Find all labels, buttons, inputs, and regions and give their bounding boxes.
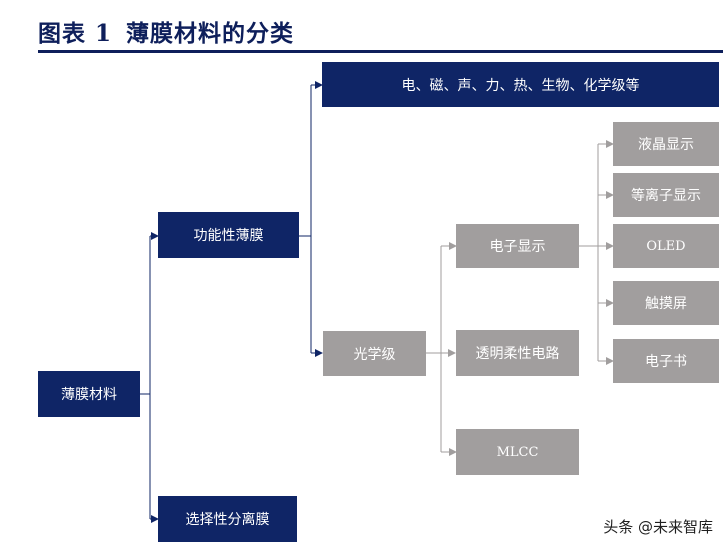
- watermark: 头条 @未来智库: [603, 518, 713, 536]
- connector-functional: [299, 81, 323, 357]
- node-lcd: 液晶显示: [613, 122, 719, 166]
- node-transparent-flexible-circuit: 透明柔性电路: [456, 330, 579, 376]
- node-optical-grade: 光学级: [323, 331, 426, 376]
- connector-display: [579, 140, 614, 365]
- node-plasma-display: 等离子显示: [613, 173, 719, 217]
- node-e-book: 电子书: [613, 339, 719, 383]
- node-physical-grades: 电、磁、声、力、热、生物、化学级等: [322, 62, 719, 107]
- node-oled: OLED: [613, 224, 719, 268]
- title-rule: [38, 50, 723, 53]
- node-electronic-display: 电子显示: [456, 224, 579, 268]
- connector-optical: [426, 242, 457, 456]
- figure-title-text: 薄膜材料的分类: [126, 20, 295, 47]
- node-root: 薄膜材料: [38, 371, 140, 417]
- figure-title: 图表 1 薄膜材料的分类: [38, 14, 294, 48]
- figure-label: 图表 1: [38, 20, 113, 47]
- node-touch-screen: 触摸屏: [613, 281, 719, 325]
- connector-root: [140, 232, 159, 523]
- node-functional-film: 功能性薄膜: [158, 212, 299, 258]
- node-mlcc: MLCC: [456, 429, 579, 475]
- node-selective-film: 选择性分离膜: [158, 496, 297, 542]
